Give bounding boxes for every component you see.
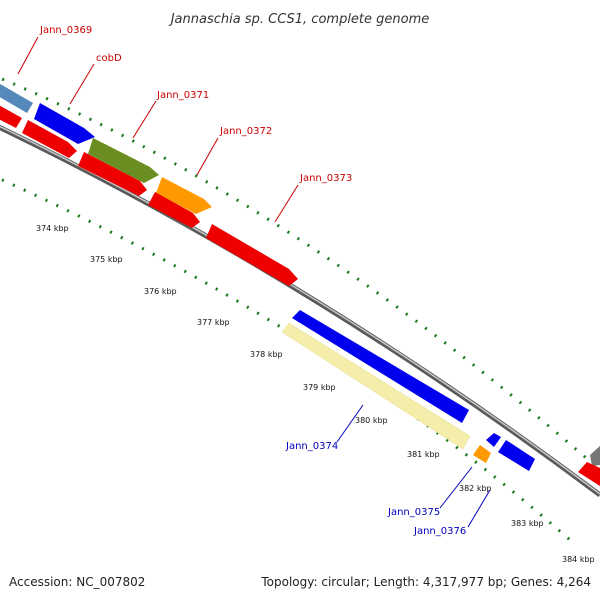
- gene-label-jann-0372[interactable]: Jann_0372: [219, 126, 272, 137]
- cds-feature[interactable]: [78, 152, 147, 196]
- kbp-tick-label: 378 kbp: [250, 350, 283, 359]
- cds-feature[interactable]: [473, 445, 491, 463]
- cds-feature[interactable]: [206, 224, 298, 286]
- cds-feature[interactable]: [156, 177, 212, 214]
- gene-label-jann-0376[interactable]: Jann_0376: [413, 526, 466, 537]
- kbp-tick-label: 379 kbp: [303, 383, 336, 392]
- gene-label-jann-0373[interactable]: Jann_0373: [299, 173, 352, 184]
- forward-cds-features: [0, 78, 298, 286]
- gene-label-jann-0369[interactable]: Jann_0369: [39, 25, 92, 36]
- cds-feature[interactable]: [22, 120, 77, 158]
- kbp-tick-label: 376 kbp: [144, 287, 177, 296]
- cds-feature[interactable]: [34, 103, 95, 144]
- kbp-tick-label: 377 kbp: [197, 318, 230, 327]
- label-callouts: [17, 36, 491, 528]
- cds-feature[interactable]: [578, 462, 600, 486]
- kbp-tick-label: 382 kbp: [459, 484, 492, 493]
- kbp-tick-label: 375 kbp: [90, 255, 123, 264]
- cds-feature[interactable]: [281, 322, 471, 450]
- cds-feature[interactable]: [292, 310, 469, 423]
- kbp-tick-label: 383 kbp: [511, 519, 544, 528]
- cds-feature[interactable]: [148, 192, 200, 228]
- kbp-tick-label: 374 kbp: [36, 224, 69, 233]
- kbp-tick-labels: 374 kbp 375 kbp 376 kbp 377 kbp 378 kbp …: [36, 224, 595, 564]
- map-title: Jannaschia sp. CCS1, complete genome: [168, 12, 430, 27]
- outer-tick-ring: [0, 76, 600, 472]
- genome-summary-text: Topology: circular; Length: 4,317,977 bp…: [260, 575, 591, 589]
- gene-label-cobd[interactable]: cobD: [96, 53, 122, 64]
- cds-feature[interactable]: [498, 440, 535, 471]
- reverse-cds-features: [281, 310, 600, 486]
- cds-feature[interactable]: [88, 138, 159, 183]
- cds-feature[interactable]: [0, 103, 22, 128]
- kbp-tick-label: 380 kbp: [355, 416, 388, 425]
- cds-feature[interactable]: [0, 78, 33, 113]
- genome-backbone: [0, 124, 600, 498]
- gene-label-jann-0374[interactable]: Jann_0374: [285, 441, 338, 452]
- gene-labels: Jann_0369 cobD Jann_0371 Jann_0372 Jann_…: [39, 25, 466, 537]
- kbp-tick-label: 381 kbp: [407, 450, 440, 459]
- tick-rings: [0, 76, 600, 542]
- cds-feature[interactable]: [486, 433, 501, 447]
- gene-label-jann-0375[interactable]: Jann_0375: [387, 507, 440, 518]
- kbp-tick-label: 384 kbp: [562, 555, 595, 564]
- gene-label-jann-0371[interactable]: Jann_0371: [156, 90, 209, 101]
- cds-feature[interactable]: [590, 446, 600, 466]
- accession-text: Accession: NC_007802: [9, 575, 145, 589]
